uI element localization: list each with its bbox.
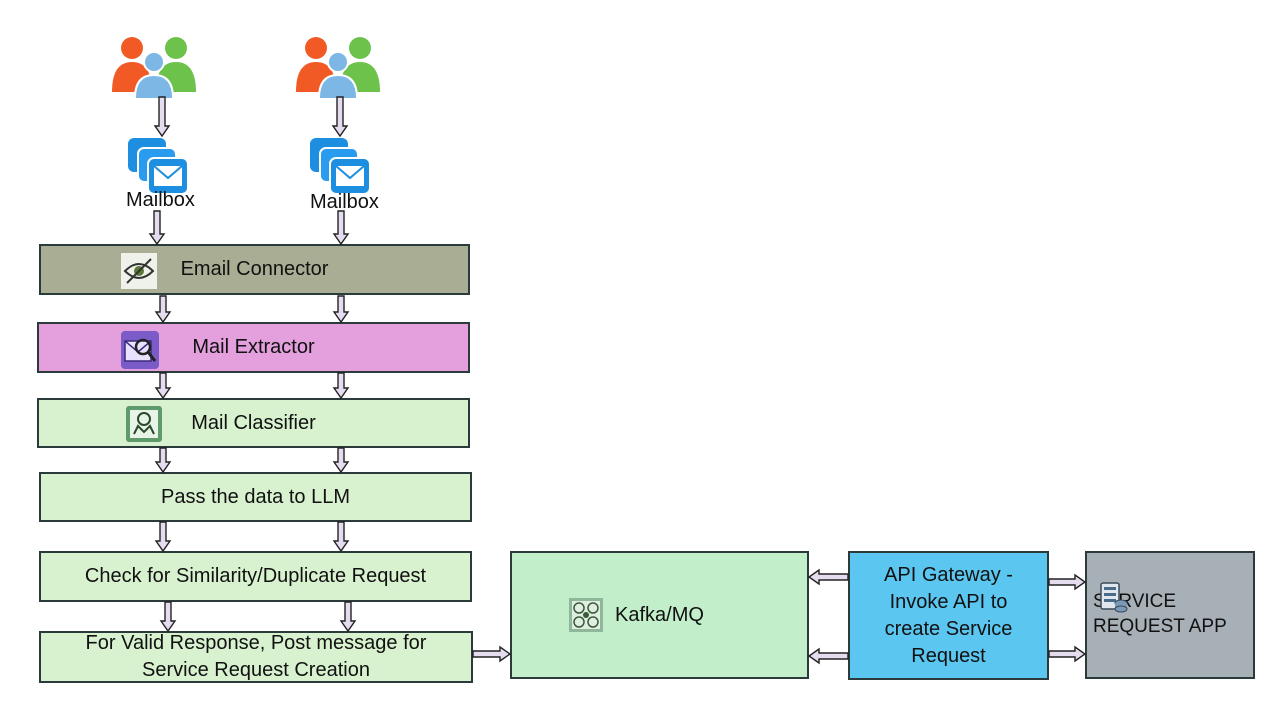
classifier-icon (126, 406, 162, 442)
users-group-icon-left (112, 37, 196, 98)
arrow-down (332, 447, 350, 474)
arrow-down (148, 210, 166, 246)
arrow-down (154, 521, 172, 553)
arrow-down (332, 210, 350, 246)
mailbox-icon-right (310, 138, 371, 195)
arrow-down (159, 601, 177, 633)
arrow-down (331, 96, 349, 138)
users-group-icon-right (296, 37, 380, 98)
arrow-down (154, 447, 172, 474)
server-icon (1100, 582, 1128, 613)
kafka-icon (569, 598, 603, 632)
service-request-app-box: SERVICE REQUEST APP (1085, 551, 1255, 679)
arrow-down (153, 96, 171, 138)
mailbox-icon-left (128, 138, 189, 195)
arrow-down (154, 372, 172, 400)
kafka-box: Kafka/MQ (510, 551, 809, 679)
arrow-down (154, 295, 172, 324)
email-connector-box: Email Connector (39, 244, 470, 295)
mail-classifier-label: Mail Classifier (191, 411, 316, 434)
arrow-right (1048, 573, 1087, 591)
check-similarity-box: Check for Similarity/Duplicate Request (39, 551, 472, 602)
check-similarity-label: Check for Similarity/Duplicate Request (84, 565, 427, 587)
mail-extractor-box: Mail Extractor (37, 322, 470, 373)
mailbox-label-right: Mailbox (310, 191, 379, 213)
pass-to-llm-label: Pass the data to LLM (160, 485, 350, 508)
api-gateway-label: API Gateway - Invoke API to create Servi… (884, 563, 1013, 667)
post-message-box: For Valid Response, Post message for Ser… (39, 631, 473, 683)
extractor-icon (121, 331, 159, 369)
arrow-right (472, 645, 512, 663)
pass-to-llm-box: Pass the data to LLM (39, 472, 472, 522)
arrow-down (332, 521, 350, 553)
connector-icon (121, 253, 157, 289)
arrow-left (807, 568, 849, 586)
post-message-label: For Valid Response, Post message for Ser… (85, 632, 427, 681)
mailbox-label-left: Mailbox (126, 189, 195, 211)
arrow-left (807, 647, 849, 665)
api-gateway-box: API Gateway - Invoke API to create Servi… (848, 551, 1049, 680)
arrow-right (1048, 645, 1087, 663)
email-connector-label: Email Connector (180, 258, 329, 280)
mail-classifier-box: Mail Classifier (37, 398, 470, 448)
arrow-down (332, 295, 350, 324)
kafka-label: Kafka/MQ (615, 603, 704, 626)
arrow-down (332, 372, 350, 400)
arrow-down (339, 601, 357, 633)
mail-extractor-label: Mail Extractor (192, 336, 315, 358)
